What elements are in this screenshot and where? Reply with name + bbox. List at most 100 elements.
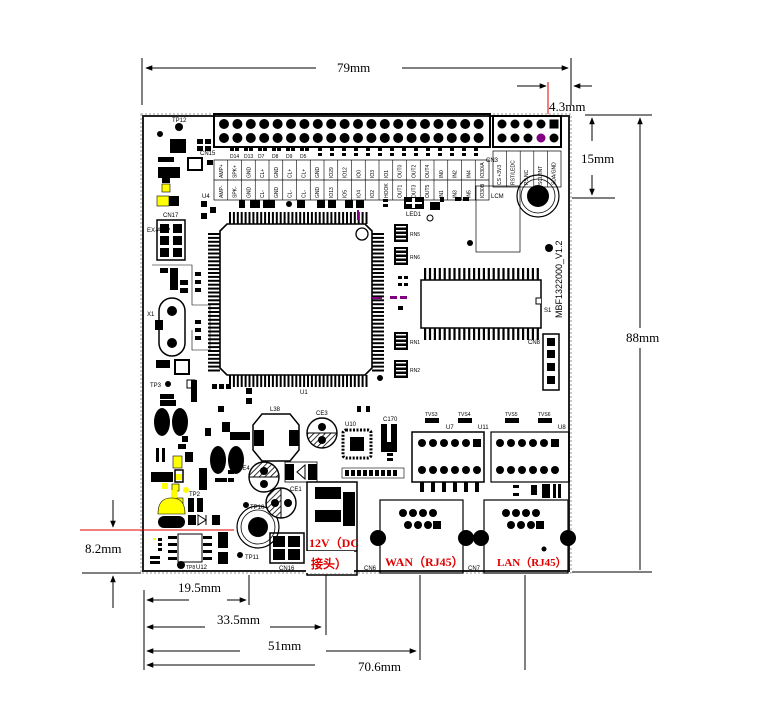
header-pin [366,119,377,129]
rn-label: RN1 [410,340,420,346]
tvs-diode [538,418,552,423]
header-pin [219,119,229,129]
tsop-lead [468,328,471,340]
header-pin [473,119,484,129]
yellow-pad [176,474,182,480]
diode-pad [414,153,418,156]
header-pin [312,119,323,129]
resistor-element [396,226,406,228]
qfp-lead [208,350,220,352]
qfp-lead [372,275,384,278]
u11-label: U11 [478,425,489,431]
side-pin-label: CS +3V3 [497,165,503,185]
diode-pad [426,148,430,151]
pad [393,470,397,476]
ce1-label: CE1 [290,487,302,493]
qfp-lead [208,295,220,298]
diode-pad [342,153,346,156]
qfp-lead [372,311,384,313]
header-pin-label: IO30/A [480,162,486,178]
qfp-lead [372,283,384,286]
header-pin [366,133,377,143]
header-pin [353,133,363,143]
power-passives [151,436,234,512]
capacitor-ce3 [306,417,338,449]
header-pin [420,119,430,129]
pad [381,470,385,476]
diode-pad [354,153,358,156]
smd-pad [453,482,457,492]
qfp-lead [208,322,220,325]
resistor-element [396,362,406,364]
chip-pin [507,466,515,474]
power-connector-cn16 [269,532,305,564]
qfp-lead [314,212,317,224]
qfp-lead [372,342,384,345]
header-pin [393,119,404,129]
qfp-lead [291,212,294,224]
qfp-lead [372,326,384,329]
qfp-lead [372,369,384,372]
component-group-box [475,185,521,253]
chip-pin [540,466,548,474]
diode-label: D8 [272,154,279,160]
header-pin [299,133,310,143]
qfp-lead [275,375,278,387]
qfp-lead [264,375,267,387]
qfp-lead [372,291,384,294]
resistor-element [396,366,406,368]
tsop-lead [522,268,525,280]
qfp-lead [372,334,384,337]
tsop-lead [492,268,495,280]
qfp-lead [372,357,384,360]
diode-label: D14 [230,154,239,160]
passives-left [160,268,201,340]
header-pin [497,133,507,143]
diode-pad [272,148,276,151]
tsop-lead [443,268,446,280]
resistor-element [396,342,406,344]
header-pin [433,119,444,129]
qfp-lead [232,212,235,224]
dimension-dc-right [146,575,327,635]
tsop-lead [502,268,505,280]
qfp-lead [275,212,278,224]
qfp-lead [372,236,384,239]
diode-d15 [188,514,220,526]
resistor-element [396,370,406,372]
header-pin-label: CL+ [288,169,294,178]
u8-label: U8 [558,425,566,431]
qfp-lead [353,375,356,387]
qfp-lead [326,375,329,387]
tsop-lead [517,328,520,340]
chip-pin [429,439,437,447]
header-pin [536,133,546,143]
header-pin [523,133,533,143]
dc-connector-label-line2: 接头） [311,556,347,571]
qfp-lead [307,375,309,387]
tvs-diode [425,418,439,423]
flash-chip [420,268,542,340]
qfp-lead [208,307,220,310]
diode-pad [244,148,248,151]
resistor-element [396,374,406,376]
header-pin-label: AMP- [219,185,225,198]
crystal-x1 [155,297,186,357]
chip-pin [462,439,470,447]
right-offset-label: 4.3mm [549,99,585,114]
qfp-lead [248,375,251,387]
header-pin-label: GND [246,187,252,199]
tsop-lead [507,328,510,340]
qfp-lead [208,252,220,255]
u10-chip [341,428,373,460]
header-pin [219,133,229,143]
header-pin [259,119,270,129]
board-version: MBF1322000_V1.2 [554,240,564,318]
diode-pad [474,148,478,151]
resistor-network [394,224,408,242]
purple-marker [372,297,382,299]
diode-pad [366,153,370,156]
tsop-lead [526,268,530,280]
